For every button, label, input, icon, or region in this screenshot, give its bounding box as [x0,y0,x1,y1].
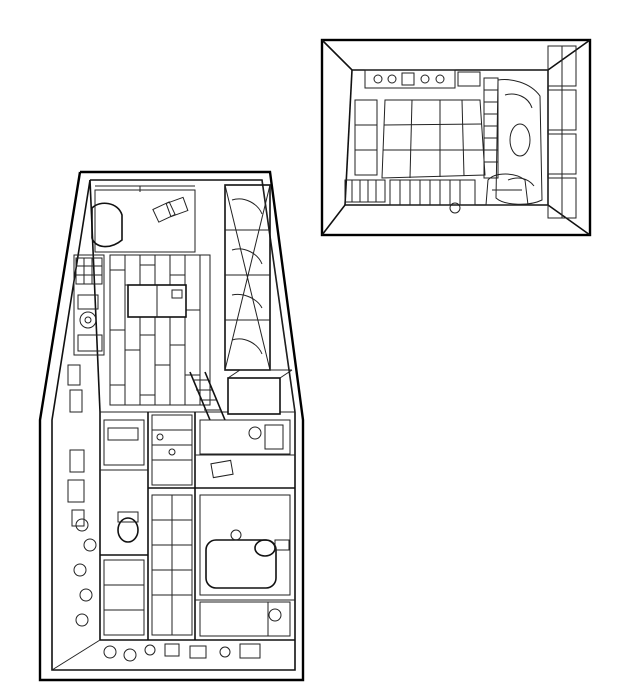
apartment-storage-box [227,369,293,415]
small-room-left-desk [344,99,386,203]
apartment-bed [91,185,196,253]
small-room-top-shelf [364,69,481,89]
apartment-wall-pictures [67,364,85,527]
small-room-bottom-books [389,179,476,214]
apartment-ladder [189,371,226,421]
apartment-bathtub [199,494,291,596]
apartment-bottom-clutter [103,643,261,662]
apartment-bath-sink [254,539,290,557]
small-room-bottom-wall [321,204,591,236]
apartment-upper-right-room [199,419,291,479]
small-room-armchair [485,173,529,206]
large-apartment-drawing [38,170,305,682]
small-room-brick-wall [483,77,499,179]
small-room-top-wall [321,39,591,71]
apartment-inner-wall [51,179,296,671]
small-room-drawing [320,38,592,237]
apartment-lower-left-room [103,419,145,636]
small-room-bed [495,79,543,205]
apartment-tall-shelf [224,184,271,371]
apartment-hall-shelves [151,414,193,636]
apartment-partitions [100,412,295,640]
apartment-outer-shell [38,170,305,682]
small-room-frame [320,38,592,237]
apartment-left-clutter [73,518,97,627]
apartment-utility-corner [199,601,291,637]
small-room-right-shelves [547,45,577,219]
small-room-floor [381,99,486,179]
apartment-coffee-table [127,284,187,318]
small-room-left-wall [344,69,353,206]
apartment-kitchen [73,254,105,356]
apartment-toilet [117,511,139,543]
